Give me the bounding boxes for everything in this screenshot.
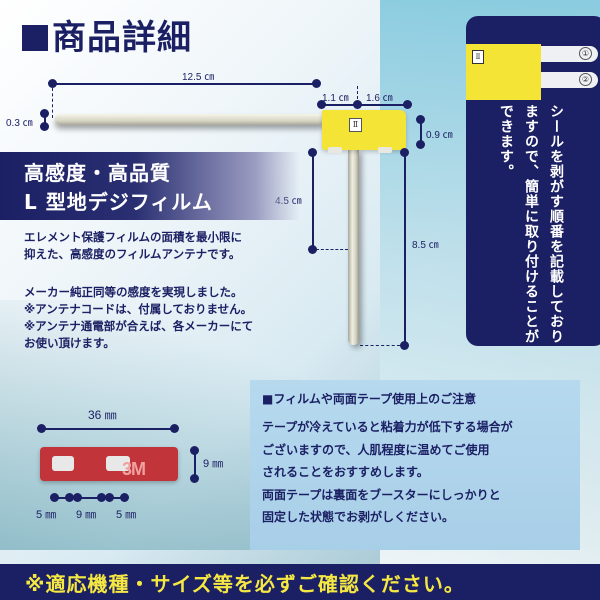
feature-banner: 高感度・高品質 L 型地デジフィルム xyxy=(0,152,300,220)
dim-line-gaps xyxy=(54,497,126,499)
usage-notice-box: ■フィルムや両面テープ使用上のご注意 テープが冷えていると粘着力が低下する場合が… xyxy=(250,380,580,550)
tape-cutout xyxy=(52,456,74,471)
antenna-connector-plate: Ⅱ xyxy=(322,110,406,153)
dim-plate-left: 1.1 ㎝ xyxy=(322,93,349,104)
dim-gap-mid: 9 ㎜ xyxy=(76,509,97,521)
notice-body: テープが冷えていると粘着力が低下する場合が ございますので、人肌程度に温めてご使… xyxy=(262,416,513,529)
dim-plate-right: 1.6 ㎝ xyxy=(366,93,393,104)
dim-dot xyxy=(170,424,179,433)
dim-total-width: 12.5 ㎝ xyxy=(182,72,215,83)
dim-dot xyxy=(403,100,412,109)
dim-dot xyxy=(65,493,74,502)
dim-line-thickness xyxy=(44,113,46,125)
dim-dot xyxy=(40,109,49,118)
connector-plate-illustration: Ⅱ xyxy=(466,44,541,100)
dim-line-lower-rod xyxy=(312,152,314,249)
dim-dot xyxy=(190,446,199,455)
dim-line-tape-height xyxy=(194,450,196,478)
antenna-horizontal-element xyxy=(55,114,325,125)
description-line: ※アンテナコードは、付属しておりません。 xyxy=(24,302,253,316)
plate-mark-icon: Ⅱ xyxy=(349,118,362,132)
description-paragraph-2: メーカー純正同等の感度を実現しました。 ※アンテナコードは、付属しておりません。… xyxy=(24,284,253,352)
dim-dash xyxy=(316,249,348,250)
dim-line-plate-width xyxy=(321,104,407,106)
dim-dash xyxy=(357,86,358,114)
seal-strip-2: ② xyxy=(536,72,598,88)
dim-gap-right: 5 ㎜ xyxy=(116,509,137,521)
dim-dot xyxy=(97,493,106,502)
dim-dot xyxy=(40,122,49,131)
description-line: ※アンテナ通電部が合えば、各メーカーにて xyxy=(24,319,254,333)
notice-line: されることをおすすめします。 xyxy=(262,465,429,479)
dim-dot xyxy=(416,115,425,124)
dim-dot xyxy=(312,79,321,88)
dim-dot xyxy=(37,424,46,433)
antenna-vertical-element xyxy=(348,150,359,345)
dim-dot xyxy=(120,493,129,502)
dim-dot xyxy=(73,493,82,502)
dim-plate-height: 0.9 ㎝ xyxy=(426,130,453,141)
square-bullet-icon xyxy=(22,25,48,51)
description-line: 抑えた、高感度のフィルムアンテナです。 xyxy=(24,247,241,261)
dim-dot xyxy=(308,148,317,157)
footer-bar: ※適応機種・サイズ等を必ずご確認ください。 xyxy=(0,564,600,600)
page-title: 商品詳細 xyxy=(22,10,192,59)
notice-heading: ■フィルムや両面テープ使用上のご注意 xyxy=(262,392,477,406)
dim-dot xyxy=(50,493,59,502)
seal-strip-1: ① xyxy=(536,46,598,62)
footer-notice: ※適応機種・サイズ等を必ずご確認ください。 xyxy=(25,572,465,596)
notice-line: テープが冷えていると粘着力が低下する場合が xyxy=(262,420,513,434)
3m-logo: 3M xyxy=(122,459,146,479)
notice-line: 固定した状態でお剥がしください。 xyxy=(262,510,455,524)
dim-total-height: 8.5 ㎝ xyxy=(412,240,439,251)
installation-tip-panel: ① ② Ⅱ シールを剥がす順番を記載しておりますので、簡単に取り付けることができ… xyxy=(466,16,600,346)
dim-line-total-width xyxy=(52,83,316,85)
dim-dot xyxy=(48,79,57,88)
dim-line-total-height xyxy=(404,152,406,345)
dim-dash xyxy=(360,345,400,346)
dim-tape-height: 9 ㎜ xyxy=(203,458,224,470)
page-title-text: 商品詳細 xyxy=(52,18,192,58)
tape-cutout xyxy=(106,456,130,471)
notice-line: 両面テープは裏面をブースターにしっかりと xyxy=(262,487,501,502)
dim-dot xyxy=(400,341,409,350)
dim-dot xyxy=(317,100,326,109)
description-line: エレメント保護フィルムの面積を最小限に xyxy=(24,230,243,244)
dim-dot xyxy=(308,245,317,254)
plate-tab xyxy=(328,147,342,153)
installation-tip-text: シールを剥がす順番を記載しておりますので、簡単に取り付けることができます。 xyxy=(498,104,564,344)
dim-line-plate-height xyxy=(420,119,422,143)
dim-dot xyxy=(400,148,409,157)
description-line: メーカー純正同等の感度を実現しました。 xyxy=(24,285,243,299)
dim-dot xyxy=(105,493,114,502)
dim-line-tape-width xyxy=(41,428,175,430)
number-1-icon: ① xyxy=(579,47,592,60)
notice-line: ございますので、人肌程度に温めてご使用 xyxy=(262,442,490,457)
plate-mark-icon: Ⅱ xyxy=(472,50,484,64)
banner-line-1: 高感度・高品質 xyxy=(24,161,171,185)
description-line: お使い頂けます。 xyxy=(24,336,115,350)
dim-gap-left: 5 ㎜ xyxy=(36,509,57,521)
dim-dot xyxy=(190,474,199,483)
description-paragraph-1: エレメント保護フィルムの面積を最小限に 抑えた、高感度のフィルムアンテナです。 xyxy=(24,229,242,263)
dim-dot xyxy=(416,140,425,149)
dim-tape-width: 36 ㎜ xyxy=(88,408,117,422)
number-2-icon: ② xyxy=(579,73,592,86)
dim-rod-thickness: 0.3 ㎝ xyxy=(6,118,33,129)
dim-dash xyxy=(52,88,53,118)
double-sided-tape: 3M xyxy=(40,447,178,481)
plate-tab xyxy=(378,147,392,153)
banner-line-2: L 型地デジフィルム xyxy=(24,190,213,214)
